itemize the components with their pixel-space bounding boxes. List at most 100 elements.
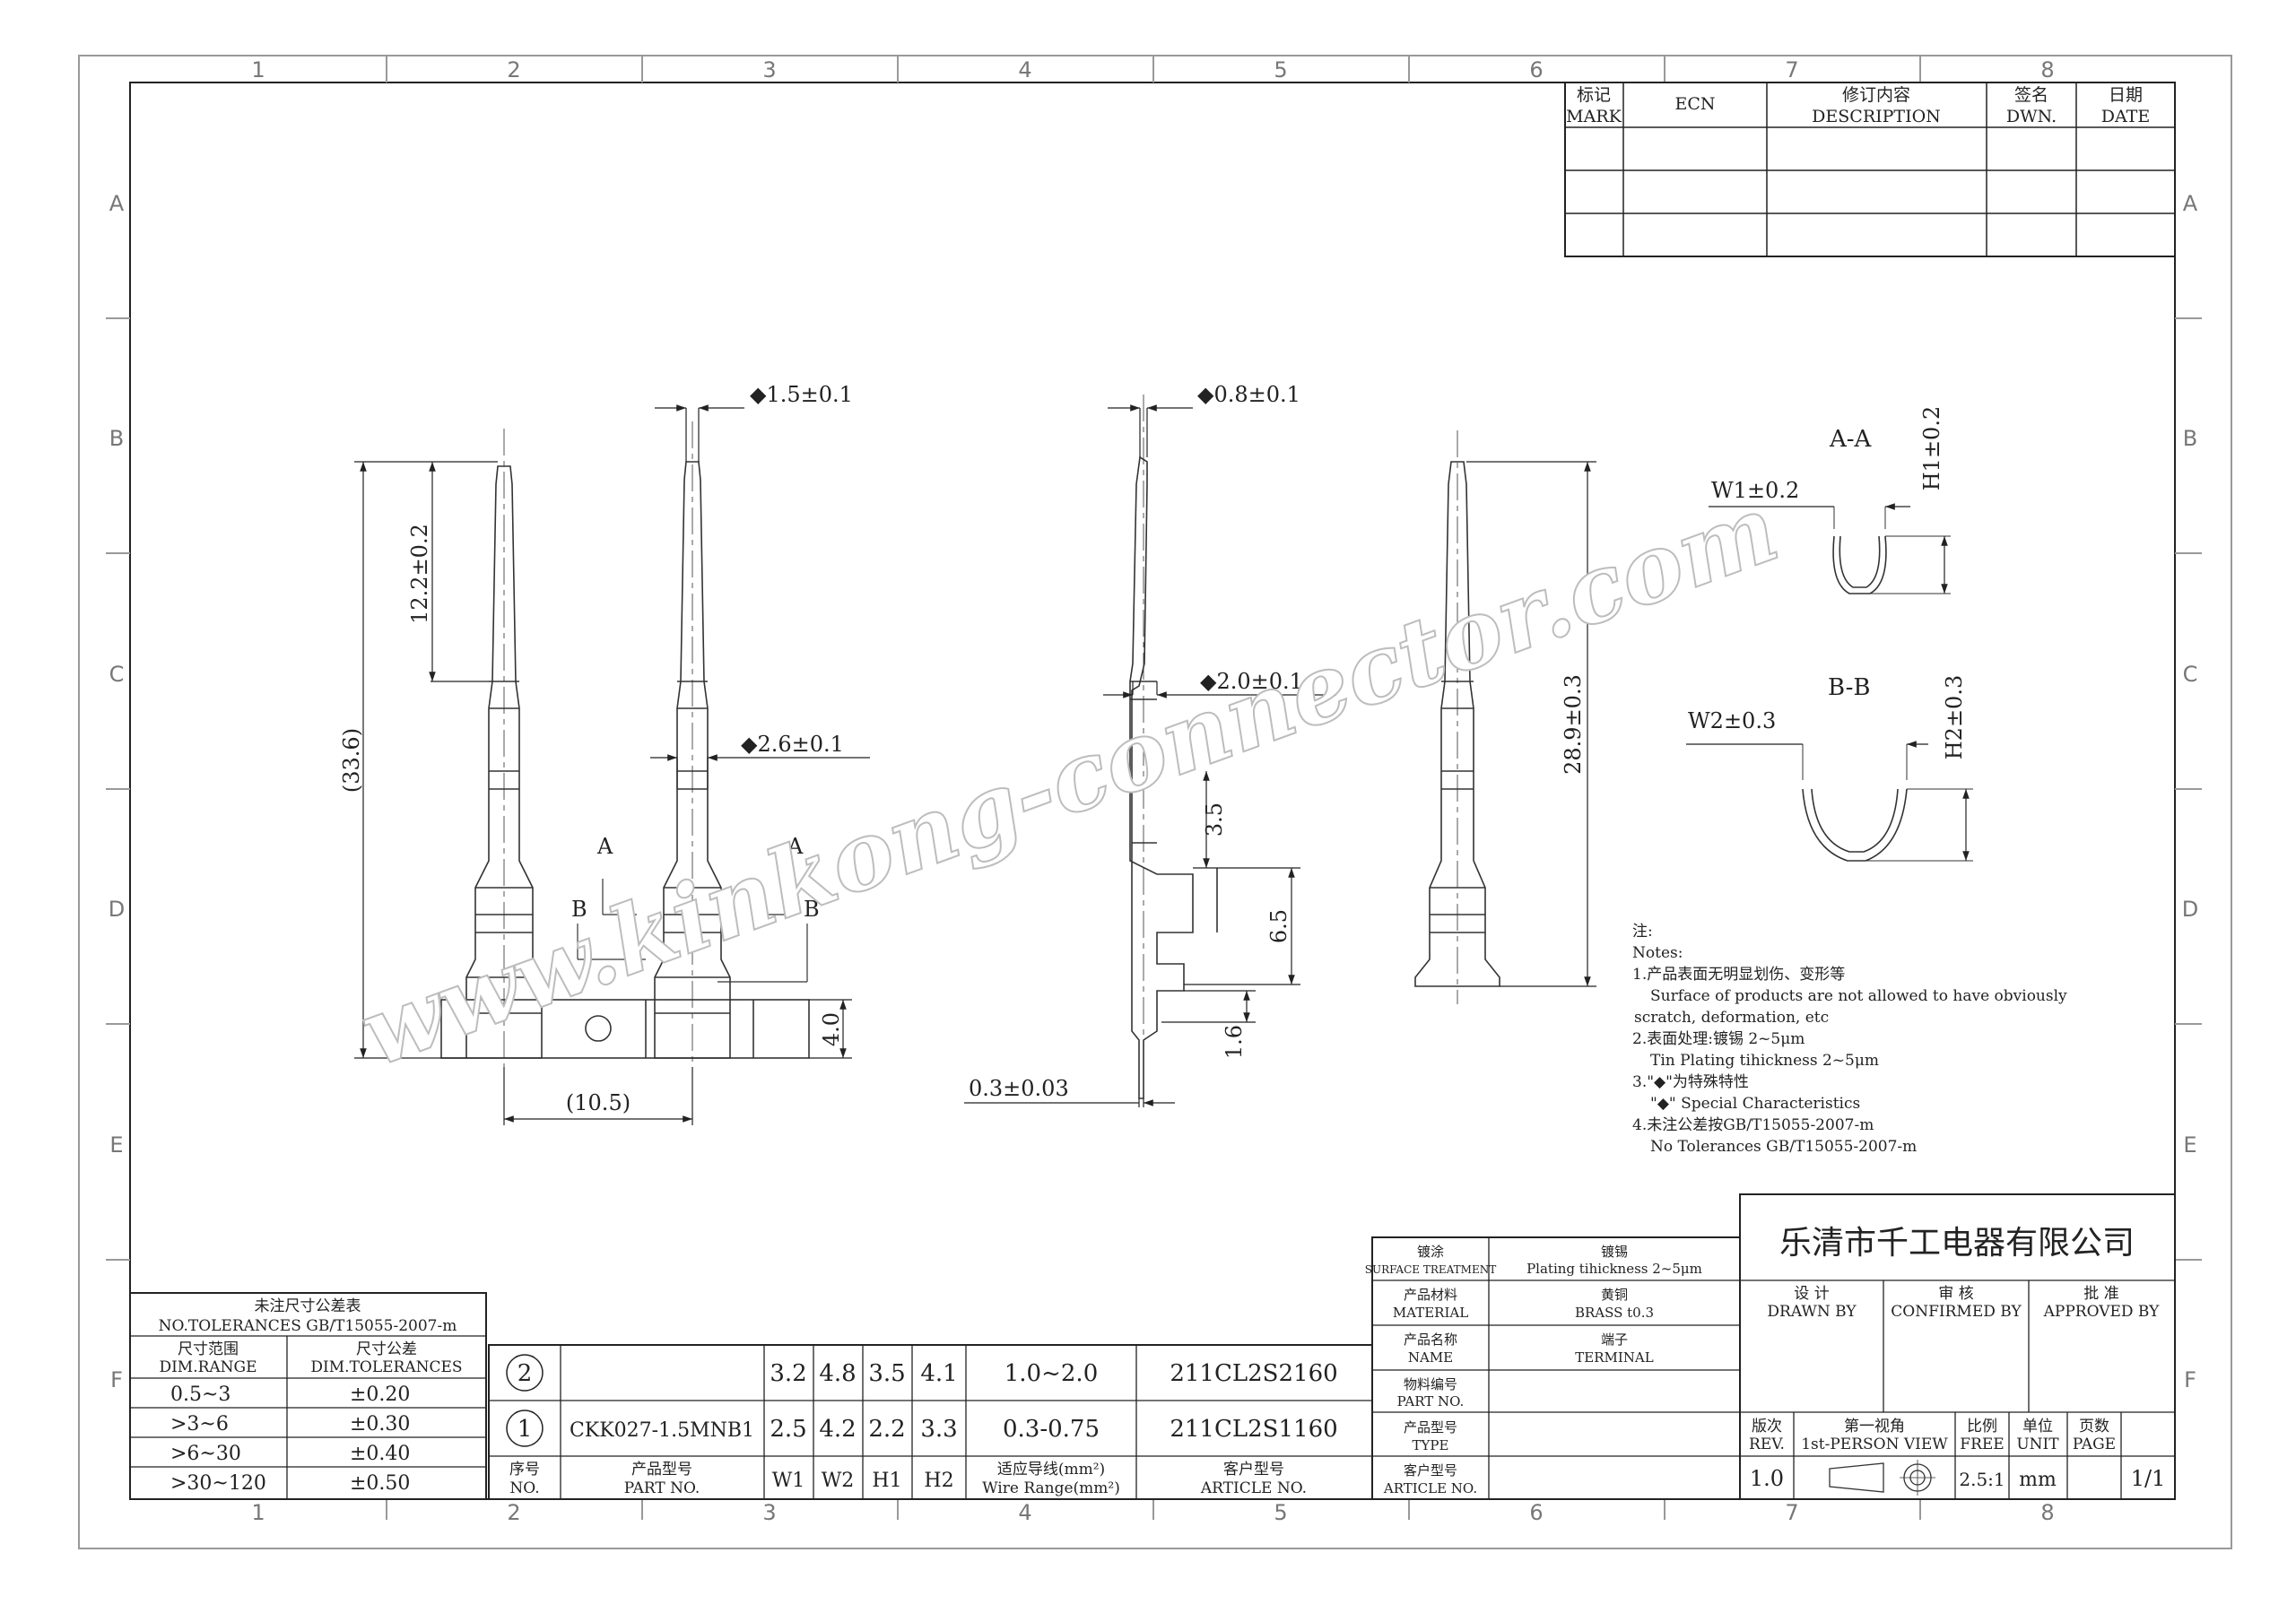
zone-row-e: E bbox=[109, 1132, 123, 1158]
watermark: www.kinkong-connector.com bbox=[346, 473, 1791, 1089]
spec-type-cn: 产品型号 bbox=[1404, 1419, 1457, 1436]
rev-dwn-en: DWN. bbox=[2006, 107, 2057, 126]
spec-plating-cn: 镀涂 bbox=[1417, 1244, 1444, 1260]
rev-date-en: DATE bbox=[2101, 107, 2150, 126]
tb-scale-val: 2.5:1 bbox=[1959, 1469, 2005, 1490]
spec-plating-val-cn: 镀锡 bbox=[1601, 1244, 1628, 1260]
tb-unit-val: mm bbox=[2019, 1469, 2057, 1491]
dim-overall-length: (33.6) bbox=[339, 728, 364, 793]
zone-col-4: 4 bbox=[1018, 57, 1031, 82]
zone-col-3-bottom: 3 bbox=[762, 1500, 776, 1525]
hdr-h2: H2 bbox=[924, 1470, 953, 1492]
tb-page-en: PAGE bbox=[2073, 1436, 2116, 1453]
tb-view-en: 1st-PERSON VIEW bbox=[1801, 1436, 1948, 1453]
zone-row-c: C bbox=[109, 662, 125, 687]
hdr-wire-en: Wire Range(mm²) bbox=[982, 1479, 1120, 1497]
dim-pin-length: 12.2±0.2 bbox=[407, 524, 432, 624]
note-3-cn: 3."◆"为特殊特性 bbox=[1632, 1073, 1749, 1091]
tol-row-2-tol: ±0.30 bbox=[350, 1413, 410, 1436]
notes-head-cn: 注: bbox=[1632, 923, 1653, 941]
rev-ecn: ECN bbox=[1674, 94, 1715, 114]
tol-row-3-tol: ±0.40 bbox=[350, 1443, 410, 1465]
product-row-2-w2: 4.8 bbox=[819, 1360, 856, 1387]
section-aa-w1: W1±0.2 bbox=[1711, 478, 1799, 503]
zone-row-d-right: D bbox=[2182, 897, 2198, 922]
rev-mark-en: MARK bbox=[1566, 107, 1622, 126]
section-aa-title: A-A bbox=[1829, 426, 1873, 453]
product-row-1-w2: 4.2 bbox=[819, 1416, 856, 1443]
dim-side-barrel-width: ◆2.0±0.1 bbox=[1200, 669, 1303, 694]
spec-name-val-en: TERMINAL bbox=[1575, 1349, 1653, 1366]
terminal-strip-view bbox=[440, 421, 810, 1067]
rev-mark-cn: 标记 bbox=[1577, 85, 1611, 105]
product-row-2-article: 211CL2S2160 bbox=[1170, 1360, 1337, 1387]
tb-confirmed-en: CONFIRMED BY bbox=[1891, 1303, 2022, 1321]
product-row-1-wire: 0.3-0.75 bbox=[1003, 1416, 1100, 1443]
zone-col-5-bottom: 5 bbox=[1274, 1500, 1287, 1525]
tb-scale-en: FREE bbox=[1960, 1436, 2004, 1453]
dim-strip-height: 4.0 bbox=[819, 1012, 844, 1046]
dim-pitch: (10.5) bbox=[566, 1090, 631, 1115]
zone-col-7-bottom: 7 bbox=[1785, 1500, 1798, 1525]
spec-type-en: TYPE bbox=[1413, 1437, 1449, 1453]
dim-1-6: 1.6 bbox=[1222, 1025, 1247, 1059]
hdr-w1: W1 bbox=[772, 1470, 805, 1492]
tol-col1-en: DIM.RANGE bbox=[159, 1358, 257, 1376]
note-2-cn: 2.表面处理:镀锡 2~5μm bbox=[1632, 1030, 1805, 1048]
spec-name-en: NAME bbox=[1408, 1349, 1453, 1366]
section-mark-b-right: B bbox=[804, 897, 820, 922]
rev-date-cn: 日期 bbox=[2109, 85, 2143, 105]
tb-approved-cn: 批 准 bbox=[2083, 1285, 2118, 1303]
zone-row-b-right: B bbox=[2183, 426, 2197, 451]
tb-rev-cn: 版次 bbox=[1752, 1418, 1782, 1436]
zone-row-f-right: F bbox=[2184, 1367, 2196, 1392]
tb-drawn-en: DRAWN BY bbox=[1767, 1303, 1857, 1321]
zone-col-6: 6 bbox=[1529, 57, 1543, 82]
tol-col2-cn: 尺寸公差 bbox=[356, 1340, 417, 1358]
tb-confirmed-cn: 审 核 bbox=[1938, 1285, 1973, 1303]
dim-3-5: 3.5 bbox=[1202, 802, 1227, 837]
spec-name-val-cn: 端子 bbox=[1601, 1331, 1628, 1348]
zone-col-1: 1 bbox=[251, 57, 265, 82]
zone-ticks bbox=[106, 56, 2202, 1520]
product-row-1-part: CKK027-1.5MNB1 bbox=[570, 1419, 754, 1442]
hdr-no-cn: 序号 bbox=[509, 1461, 540, 1479]
zone-col-3: 3 bbox=[762, 57, 776, 82]
hdr-wire-cn: 适应导线(mm²) bbox=[997, 1461, 1105, 1479]
section-bb-h2: H2±0.3 bbox=[1942, 675, 1967, 759]
tol-row-2-range: >3~6 bbox=[170, 1413, 229, 1436]
spec-material-en: MATERIAL bbox=[1393, 1305, 1468, 1321]
zone-row-c-right: C bbox=[2183, 662, 2198, 687]
title-block: 乐清市千工电器有限公司 设 计 DRAWN BY 审 核 CONFIRMED B… bbox=[1739, 1193, 2176, 1500]
tb-approved-en: APPROVED BY bbox=[2043, 1303, 2161, 1321]
product-row-2-h2: 4.1 bbox=[920, 1360, 957, 1387]
hdr-part-en: PART NO. bbox=[624, 1479, 700, 1497]
tol-row-1-tol: ±0.20 bbox=[350, 1383, 410, 1406]
tolerance-table: 未注尺寸公差表 NO.TOLERANCES GB/T15055-2007-m 尺… bbox=[129, 1292, 487, 1500]
tb-rev-val: 1.0 bbox=[1750, 1466, 1784, 1491]
row-1-number-circle bbox=[506, 1409, 544, 1447]
spec-article-cn: 客户型号 bbox=[1404, 1462, 1457, 1479]
tol-row-1-range: 0.5~3 bbox=[170, 1383, 230, 1406]
tol-col1-cn: 尺寸范围 bbox=[178, 1340, 239, 1358]
zone-col-1-bottom: 1 bbox=[251, 1500, 265, 1525]
spec-material-cn: 产品材料 bbox=[1404, 1287, 1457, 1303]
company-name: 乐清市千工电器有限公司 bbox=[1779, 1225, 2135, 1262]
zone-col-2-bottom: 2 bbox=[507, 1500, 520, 1525]
zone-row-d: D bbox=[109, 897, 125, 922]
spec-partno-en: PART NO. bbox=[1397, 1393, 1465, 1409]
hdr-article-en: ARTICLE NO. bbox=[1200, 1479, 1307, 1497]
dim-thickness: 0.3±0.03 bbox=[969, 1076, 1069, 1101]
spec-plating-val-en: Plating tihickness 2~5μm bbox=[1526, 1261, 1702, 1277]
tb-rev-en: REV. bbox=[1749, 1436, 1785, 1453]
dim-6-5: 6.5 bbox=[1266, 909, 1292, 943]
notes-head-en: Notes: bbox=[1632, 944, 1683, 962]
zone-col-8-bottom: 8 bbox=[2040, 1500, 2054, 1525]
dim-barrel-width: ◆2.6±0.1 bbox=[741, 732, 844, 757]
tol-col2-en: DIM.TOLERANCES bbox=[310, 1358, 462, 1376]
zone-col-4-bottom: 4 bbox=[1018, 1500, 1031, 1525]
spec-name-cn: 产品名称 bbox=[1404, 1331, 1457, 1348]
hdr-article-cn: 客户型号 bbox=[1223, 1461, 1284, 1479]
tb-page-val: 1/1 bbox=[2131, 1466, 2166, 1491]
